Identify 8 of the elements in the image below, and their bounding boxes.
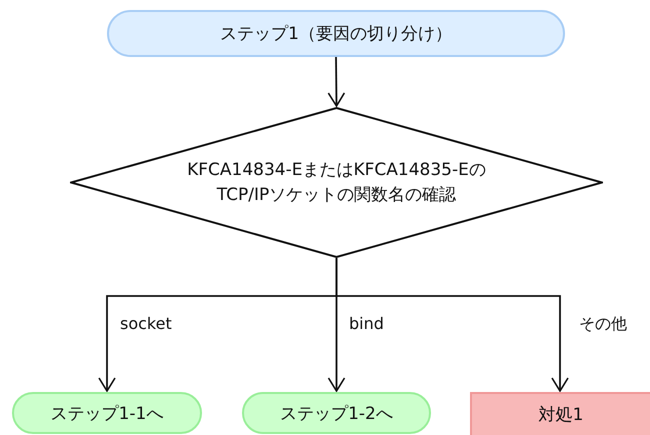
action-box: 対処1: [470, 392, 650, 435]
start-box: ステップ1（要因の切り分け）: [107, 10, 565, 57]
arrow: [328, 57, 346, 107]
process-box: ステップ1-1へ: [12, 392, 202, 434]
decision-diamond: KFCA14834-EまたはKFCA14835-EのTCP/IPソケットの関数名の確認: [70, 107, 603, 258]
arrow: [336, 258, 569, 392]
process-box: ステップ1-2へ: [242, 392, 431, 434]
edge-label: その他: [577, 314, 629, 335]
